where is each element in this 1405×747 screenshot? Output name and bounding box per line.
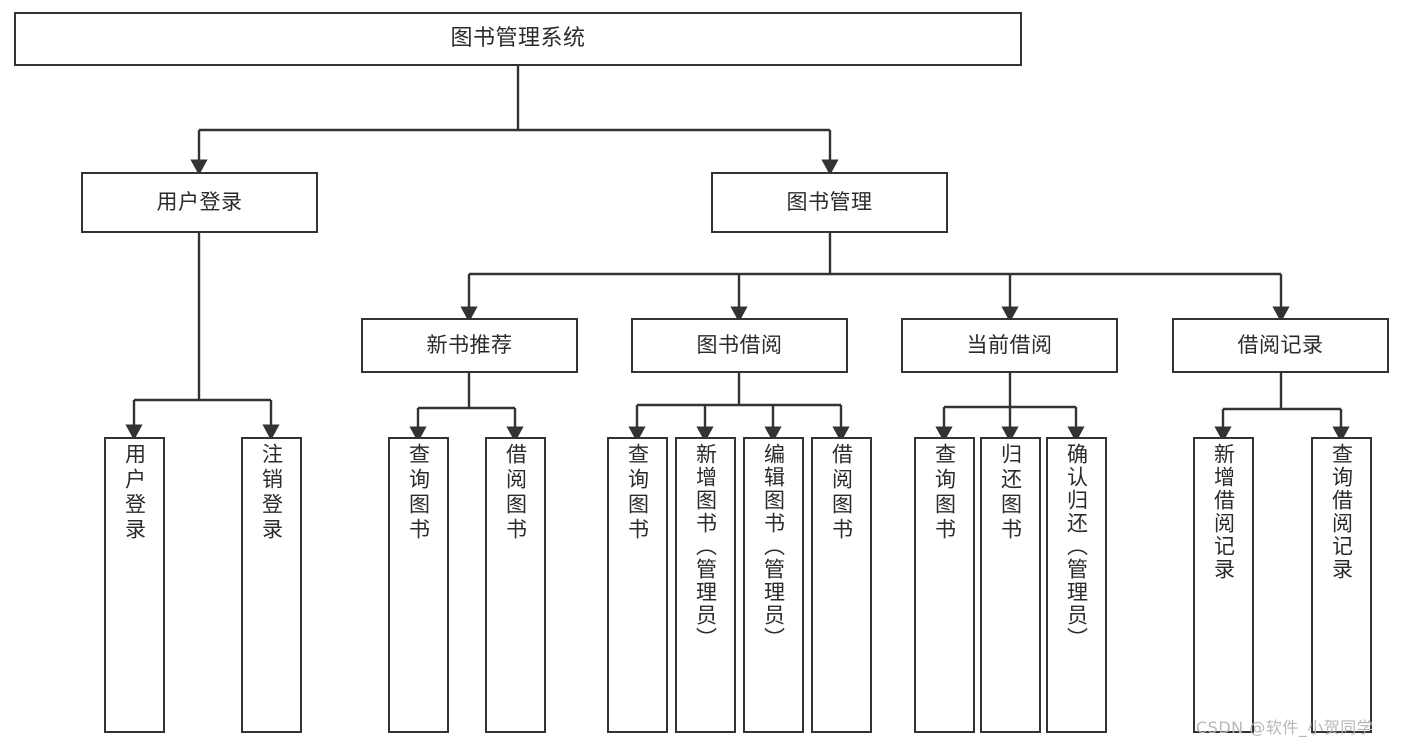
node-label: 查询图书 bbox=[406, 443, 431, 543]
node-user-login[interactable]: 用户登录 bbox=[81, 172, 318, 233]
leaf-return-book[interactable]: 归还图书 bbox=[980, 437, 1041, 733]
leaf-query-book-borrow[interactable]: 查询图书 bbox=[607, 437, 668, 733]
node-label: 用户登录 bbox=[122, 443, 147, 543]
node-label: 图书管理系统 bbox=[450, 26, 586, 52]
node-borrow-record[interactable]: 借阅记录 bbox=[1172, 318, 1389, 373]
node-label: 新书推荐 bbox=[426, 333, 513, 358]
node-label: 新增图书（管理员） bbox=[693, 443, 718, 650]
node-new-book-recommend[interactable]: 新书推荐 bbox=[361, 318, 578, 373]
leaf-borrow-book-recommend[interactable]: 借阅图书 bbox=[485, 437, 546, 733]
leaf-query-book-current[interactable]: 查询图书 bbox=[914, 437, 975, 733]
node-label: 借阅图书 bbox=[829, 443, 854, 543]
node-label: 确认归还（管理员） bbox=[1064, 443, 1089, 650]
node-label: 查询图书 bbox=[932, 443, 957, 543]
leaf-add-book-admin[interactable]: 新增图书（管理员） bbox=[675, 437, 736, 733]
csdn-watermark: CSDN @软件_小贺同学 bbox=[1196, 718, 1374, 737]
node-label: 编辑图书（管理员） bbox=[761, 443, 786, 650]
leaf-logout-login[interactable]: 注销登录 bbox=[241, 437, 302, 733]
node-label: 查询借阅记录 bbox=[1329, 443, 1354, 581]
node-label: 借阅记录 bbox=[1237, 333, 1324, 358]
node-book-borrow[interactable]: 图书借阅 bbox=[631, 318, 848, 373]
node-label: 当前借阅 bbox=[966, 333, 1053, 358]
node-label: 用户登录 bbox=[156, 190, 243, 215]
node-root-system[interactable]: 图书管理系统 bbox=[14, 12, 1022, 66]
node-label: 查询图书 bbox=[625, 443, 650, 543]
node-label: 借阅图书 bbox=[503, 443, 528, 543]
node-book-management[interactable]: 图书管理 bbox=[711, 172, 948, 233]
node-label: 图书借阅 bbox=[696, 333, 783, 358]
leaf-user-login[interactable]: 用户登录 bbox=[104, 437, 165, 733]
leaf-add-borrow-record[interactable]: 新增借阅记录 bbox=[1193, 437, 1254, 733]
leaf-confirm-return-admin[interactable]: 确认归还（管理员） bbox=[1046, 437, 1107, 733]
node-label: 图书管理 bbox=[786, 190, 873, 215]
node-label: 归还图书 bbox=[998, 443, 1023, 543]
node-label: 新增借阅记录 bbox=[1211, 443, 1236, 581]
leaf-query-book-recommend[interactable]: 查询图书 bbox=[388, 437, 449, 733]
node-label: 注销登录 bbox=[259, 443, 284, 543]
leaf-edit-book-admin[interactable]: 编辑图书（管理员） bbox=[743, 437, 804, 733]
node-current-borrow[interactable]: 当前借阅 bbox=[901, 318, 1118, 373]
leaf-borrow-book[interactable]: 借阅图书 bbox=[811, 437, 872, 733]
leaf-query-borrow-record[interactable]: 查询借阅记录 bbox=[1311, 437, 1372, 733]
